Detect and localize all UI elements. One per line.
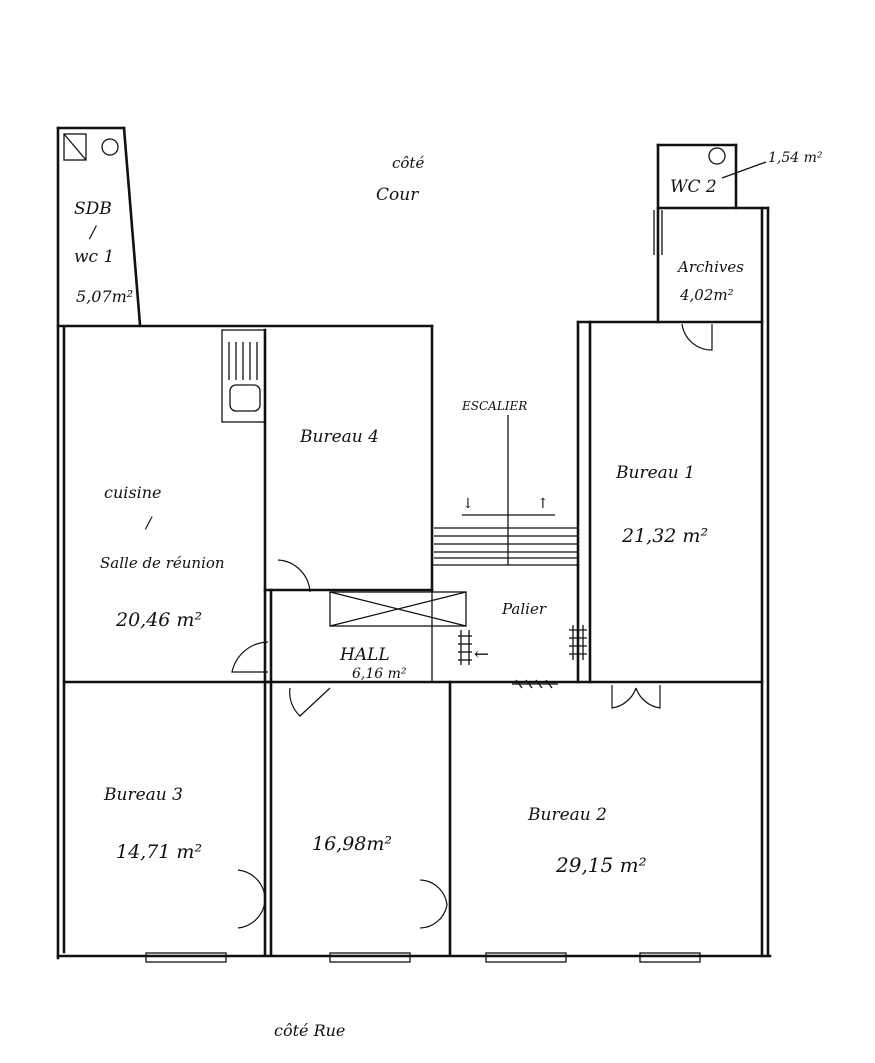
top-side-label-2: Cour (376, 185, 419, 205)
bureau3-area: 14,71 m² (116, 841, 202, 863)
palier-label: Palier (501, 600, 547, 618)
fixtures (63, 133, 726, 165)
cuisine-label: cuisine (104, 483, 161, 502)
archives-label: Archives (676, 258, 744, 276)
hatching (458, 625, 587, 689)
wc2-area: 1,54 m² (768, 150, 823, 166)
sdb-area: 5,07m² (76, 287, 133, 306)
bottom-side-label: côté Rue (274, 1021, 345, 1040)
stair-down-arrow: ↓ (462, 496, 474, 512)
top-side-label-1: côté (392, 154, 424, 172)
office-area: 16,98m² (312, 833, 392, 855)
hall-label: HALL (339, 645, 390, 665)
labels: côté Cour SDB / wc 1 5,07m² WC 2 1,54 m²… (74, 150, 823, 1040)
archives-area: 4,02m² (679, 286, 734, 304)
bureau2-area: 29,15 m² (555, 853, 647, 877)
doors (231, 323, 713, 929)
sdb-label: SDB (74, 199, 112, 219)
cuisine-slash: / (144, 513, 153, 532)
bureau3-label: Bureau 3 (103, 785, 183, 805)
wc2-label: WC 2 (670, 177, 717, 197)
windows (145, 210, 701, 963)
bureau2-label: Bureau 2 (527, 805, 607, 825)
staircase (434, 415, 578, 565)
leader-line (721, 161, 767, 179)
shower-icon (63, 133, 87, 161)
exterior-walls (56, 126, 772, 960)
sdb-slash: / (88, 223, 98, 243)
bureau4-label: Bureau 4 (299, 427, 379, 447)
toilet-icon (708, 147, 726, 165)
escalier-label: ESCALIER (461, 399, 527, 413)
salle-reunion-label: Salle de réunion (100, 554, 225, 572)
bureau1-label: Bureau 1 (615, 463, 695, 483)
wc1-label: wc 1 (74, 247, 114, 267)
cuisine-area: 20,46 m² (115, 609, 202, 631)
entry-arrow: ← (474, 644, 489, 665)
bureau1-area: 21,32 m² (621, 525, 708, 547)
toilet-icon (101, 138, 119, 156)
stair-up-arrow: ↑ (537, 496, 549, 512)
hall-area: 6,16 m² (352, 666, 407, 682)
